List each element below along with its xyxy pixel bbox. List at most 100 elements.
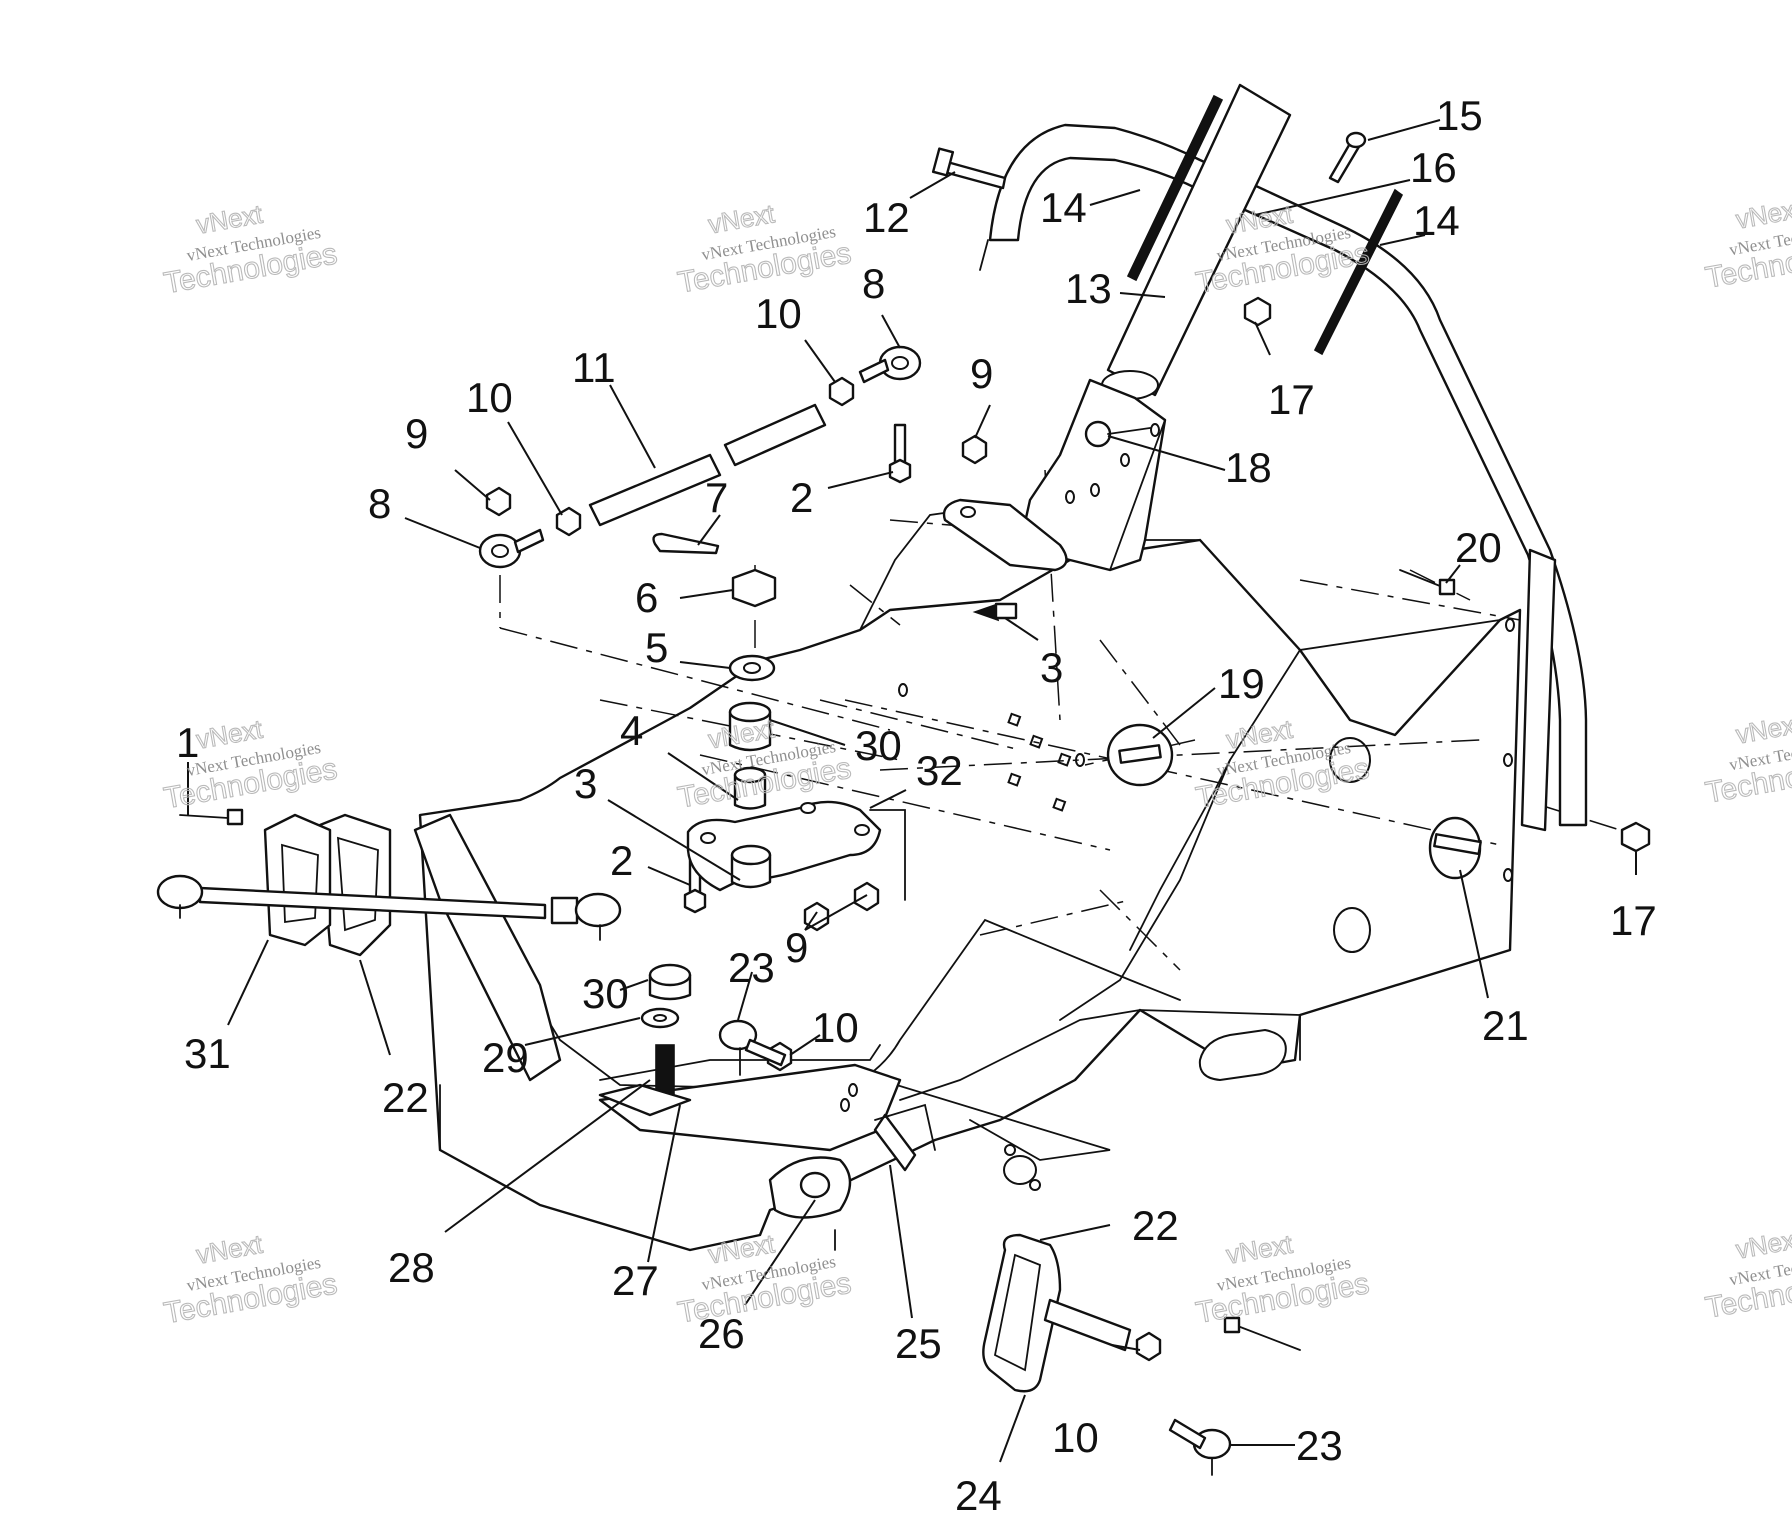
nut-6 (731, 568, 777, 608)
callout-14-right: 14 (1413, 197, 1460, 244)
callout-21: 21 (1482, 1002, 1529, 1049)
tie-rod-left (156, 874, 622, 941)
nut-9-upper (961, 434, 988, 465)
washer-5 (728, 654, 776, 682)
nut-10-a (828, 376, 855, 407)
nut-9-low-b (853, 881, 880, 912)
callout-6: 6 (635, 574, 658, 621)
callout-16: 16 (1410, 144, 1457, 191)
tie-rod-end-23-upper (718, 1019, 787, 1076)
hardware (156, 94, 1651, 1476)
callout-27: 27 (612, 1257, 659, 1304)
callout-19: 19 (1218, 660, 1265, 707)
watermark-5: vNext vNext Technologies Technologies (161, 713, 340, 816)
watermark-1: vNext vNext Technologies Technologies (161, 198, 340, 301)
gasket-22-left (318, 813, 392, 957)
callout-13: 13 (1065, 265, 1112, 312)
callout-9-upper: 9 (970, 350, 993, 397)
nut-17-right (1620, 821, 1651, 853)
plate-28 (598, 1083, 692, 1117)
tie-rod-end-23-lower (1168, 1418, 1232, 1476)
bolt-2-upper (888, 423, 912, 484)
callout-3-lower: 3 (574, 760, 597, 807)
callout-11: 11 (572, 344, 616, 391)
shaft-25 (873, 1103, 936, 1172)
spacer-4 (733, 766, 767, 810)
callout-9-lower: 9 (785, 924, 808, 971)
callout-8-right: 8 (862, 260, 885, 307)
boss-26 (768, 1156, 852, 1219)
nut-9-low-a (803, 901, 830, 932)
callout-10-mid: 10 (812, 1004, 859, 1051)
callout-7: 7 (705, 474, 728, 521)
callout-23-lower: 23 (1296, 1422, 1343, 1469)
bushing-30-upper (728, 701, 772, 752)
tie-rod-11 (588, 403, 827, 527)
mount-19 (1106, 723, 1174, 787)
callout-2-lower: 2 (610, 837, 633, 884)
steering-arm-32 (686, 800, 906, 901)
callout-3-upper: 3 (1040, 644, 1063, 691)
callout-24: 24 (955, 1472, 1002, 1519)
plate-24 (982, 1233, 1132, 1393)
pin-1 (179, 808, 244, 826)
rod-14-left (1126, 94, 1224, 282)
pin-1-right (1223, 1316, 1301, 1351)
callout-9-left: 9 (405, 410, 428, 457)
callout-20: 20 (1455, 524, 1502, 571)
pin-20 (1399, 569, 1456, 596)
callout-2-upper: 2 (790, 474, 813, 521)
callouts: 1 2 2 3 3 4 5 6 7 8 8 9 9 9 10 10 10 10 … (176, 92, 1657, 1519)
callout-15: 15 (1436, 92, 1483, 139)
callout-10-left: 10 (466, 374, 513, 421)
nut-10-d (1135, 1331, 1162, 1362)
rod-end-8-right (858, 345, 922, 384)
callout-8-left: 8 (368, 480, 391, 527)
callout-29: 29 (482, 1034, 529, 1081)
callout-28: 28 (388, 1244, 435, 1291)
steering-handlebar (942, 83, 1588, 832)
callout-31: 31 (184, 1030, 231, 1077)
rod-14-right (1313, 188, 1404, 356)
bolt-15 (1328, 131, 1367, 184)
bushing-30-lower (648, 963, 692, 1001)
callout-5: 5 (645, 624, 668, 671)
callout-32: 32 (916, 747, 963, 794)
callout-30-lower: 30 (582, 970, 629, 1017)
callout-22-right: 22 (1132, 1202, 1179, 1249)
callout-23-upper: 23 (728, 944, 775, 991)
callout-18: 18 (1225, 444, 1272, 491)
watermark-11: vNext vNext Technologies Technologies (1193, 1228, 1372, 1330)
watermark-2: vNext vNext Technologies Technologies (675, 198, 854, 300)
nut-9-left (485, 486, 512, 517)
callout-10-upper: 10 (755, 290, 802, 337)
callout-26: 26 (698, 1310, 745, 1357)
svg-text:vNext: vNext (1734, 1223, 1792, 1264)
callout-10-lower: 10 (1052, 1414, 1099, 1461)
bolt-12 (931, 147, 1007, 190)
callout-17-upper: 17 (1268, 376, 1315, 423)
watermark-8: vNext vNext Technologies Technologies (1702, 708, 1792, 810)
svg-text:vNext: vNext (1734, 708, 1792, 749)
callout-22-left: 22 (382, 1074, 429, 1121)
callout-25: 25 (895, 1320, 942, 1367)
screw-3-upper (972, 602, 1018, 622)
nut-17-upper (1243, 296, 1272, 327)
washer-29 (640, 1007, 680, 1029)
callout-4: 4 (620, 707, 643, 754)
watermark-4: vNext vNext Technologies Technologies (1702, 193, 1792, 295)
rod-end-8-left (478, 528, 545, 569)
watermark-9: vNext vNext Technologies Technologies (161, 1228, 340, 1331)
cotter-pin-7 (652, 532, 720, 555)
nut-10-b (555, 506, 582, 537)
callout-12: 12 (863, 194, 910, 241)
watermark-12: vNext vNext Technologies Technologies (1702, 1223, 1792, 1325)
svg-text:vNext: vNext (1734, 193, 1792, 234)
frame-chassis (413, 469, 1621, 1252)
plate-31-left (263, 813, 332, 947)
callout-17-right: 17 (1610, 897, 1657, 944)
leader-lines (187, 119, 1637, 1463)
callout-30-upper: 30 (855, 722, 902, 769)
bolt-18 (1084, 420, 1151, 448)
